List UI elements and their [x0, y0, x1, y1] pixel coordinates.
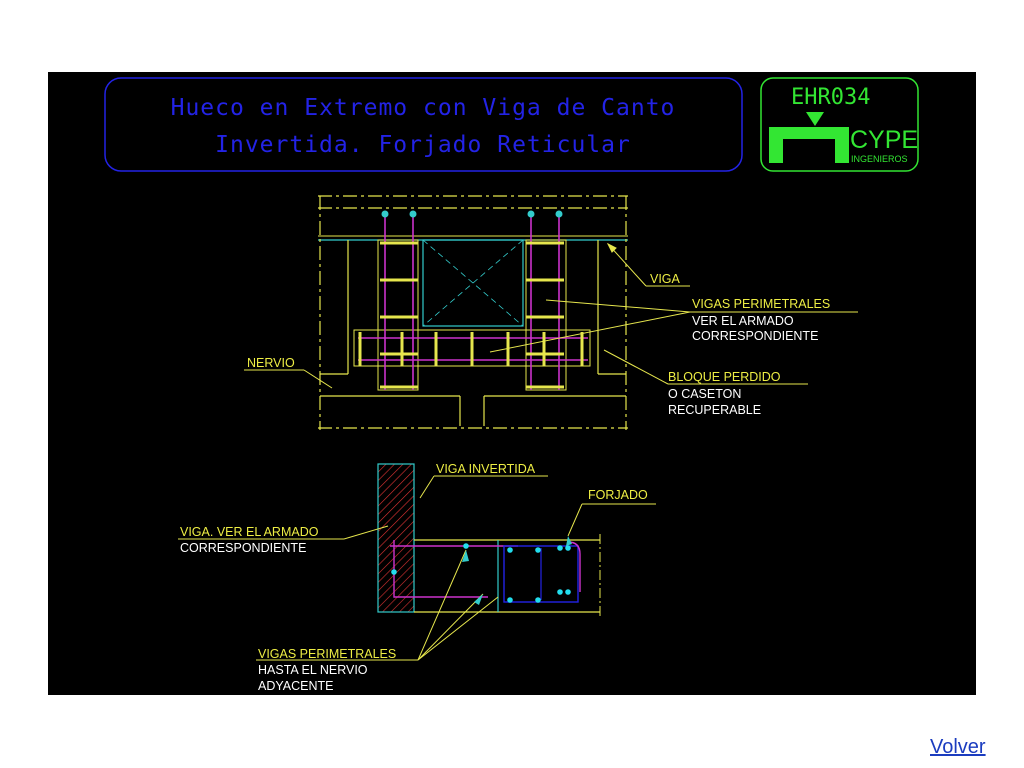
- label-viga-invertida: VIGA INVERTIDA: [436, 462, 536, 476]
- label-recuperable: RECUPERABLE: [668, 403, 761, 417]
- title-line-2: Invertida. Forjado Reticular: [215, 132, 631, 158]
- label-ver-el-armado: VER EL ARMADO: [692, 314, 794, 328]
- label-forjado: FORJADO: [588, 488, 648, 502]
- detail-drawing: Hueco en Extremo con Viga de Canto Inver…: [48, 72, 976, 695]
- label-correspondiente-2: CORRESPONDIENTE: [180, 541, 306, 555]
- section-view: [178, 463, 656, 661]
- logo-arrow-icon: [806, 112, 824, 126]
- label-correspondiente: CORRESPONDIENTE: [692, 329, 818, 343]
- logo-code: EHR034: [791, 85, 870, 110]
- label-vigas-perimetrales-2: VIGAS PERIMETRALES: [258, 647, 396, 661]
- back-link[interactable]: Volver: [930, 736, 986, 758]
- label-nervio: NERVIO: [247, 356, 295, 370]
- plan-view: [244, 195, 858, 430]
- label-o-caseton: O CASETON: [668, 387, 741, 401]
- logo-subtitle: INGENIEROS: [851, 154, 908, 164]
- label-hasta-el-nervio: HASTA EL NERVIO: [258, 663, 368, 677]
- label-viga: VIGA: [650, 272, 681, 286]
- label-viga-ver-armado: VIGA. VER EL ARMADO: [180, 525, 319, 539]
- label-adyacente: ADYACENTE: [258, 679, 333, 693]
- title-line-1: Hueco en Extremo con Viga de Canto: [171, 95, 676, 121]
- title-block: Hueco en Extremo con Viga de Canto Inver…: [104, 77, 743, 172]
- logo-beam-icon: [769, 127, 849, 139]
- logo-brand: CYPE: [850, 126, 918, 154]
- label-bloque-perdido: BLOQUE PERDIDO: [668, 370, 781, 384]
- cype-logo: EHR034 CYPE INGENIEROS: [760, 77, 919, 172]
- label-vigas-perimetrales: VIGAS PERIMETRALES: [692, 297, 830, 311]
